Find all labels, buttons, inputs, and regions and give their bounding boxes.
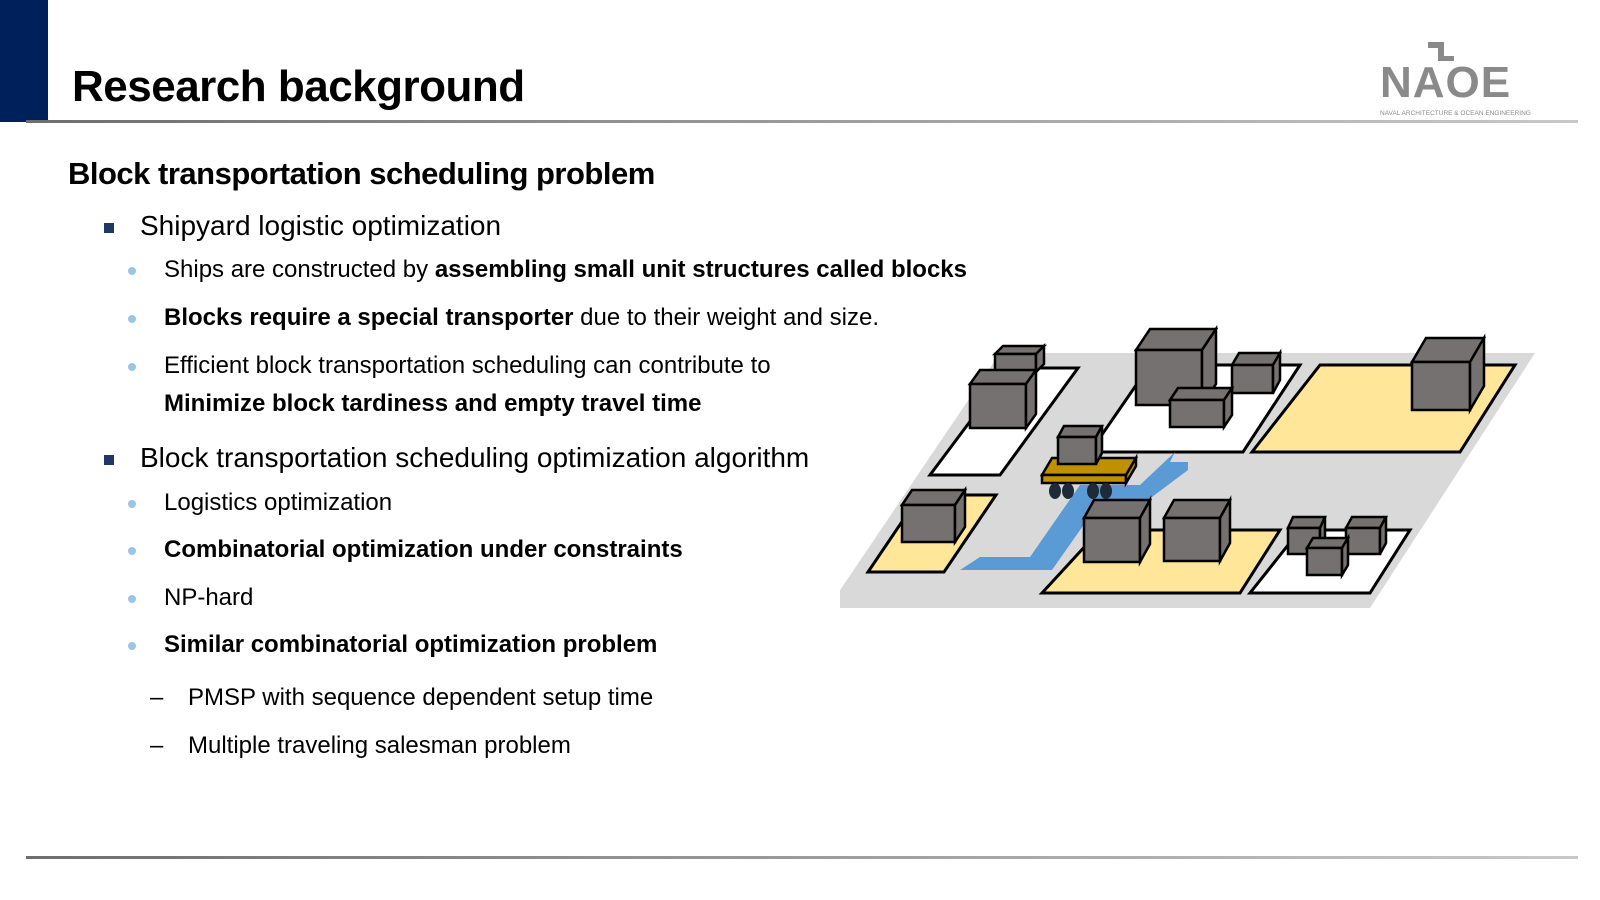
sub-sub-bullet-text: Multiple traveling salesman problem — [188, 732, 571, 759]
dot-bullet-icon — [128, 547, 136, 555]
text-bold: Blocks require a special transporter — [164, 304, 574, 331]
transporter-wheels — [1049, 483, 1112, 499]
text-plain: due to their weight and size. — [573, 304, 880, 331]
sub-bullet-text: Ships are constructed by assembling smal… — [164, 251, 967, 289]
naoe-logo: NAOE NAVAL ARCHITECTURE & OCEAN ENGINEER… — [1380, 42, 1540, 120]
dash-bullet: – — [150, 684, 164, 711]
logo-text: NAOE — [1380, 58, 1512, 107]
bullet-text: Shipyard logistic optimization — [140, 210, 502, 241]
block — [1055, 424, 1105, 466]
header-divider — [26, 120, 1578, 123]
block — [1081, 495, 1153, 567]
sub-bullet-text: Similar combinatorial optimization probl… — [164, 631, 658, 658]
text-bold: assembling small unit structures called … — [434, 256, 967, 283]
logo-mark-icon — [1428, 42, 1454, 61]
section-title: Block transportation scheduling problem — [68, 156, 655, 191]
block — [1229, 348, 1283, 395]
text-plain: Efficient block transportation schedulin… — [164, 352, 771, 379]
block — [967, 366, 1039, 432]
blocks — [899, 324, 1487, 580]
sub-bullet-text: Combinatorial optimization under constra… — [164, 536, 683, 563]
square-bullet-icon — [104, 223, 114, 233]
block — [991, 342, 1048, 376]
dot-bullet-icon — [128, 315, 136, 323]
text-plain: Ships are constructed by — [164, 256, 435, 283]
dot-bullet-icon — [128, 595, 136, 603]
header-accent-bar — [0, 0, 48, 122]
shipyard-illustration — [840, 324, 1535, 608]
block — [1161, 495, 1233, 566]
slide-title: Research background — [72, 62, 525, 111]
dot-bullet-icon — [128, 500, 136, 508]
transporter — [1039, 424, 1139, 499]
sub-bullet-text: Logistics optimization — [164, 489, 393, 516]
sub-bullet-text: Efficient block transportation schedulin… — [164, 347, 771, 423]
block — [1167, 383, 1235, 432]
dot-bullet-icon — [128, 642, 136, 650]
bullet-text: Block transportation scheduling optimiza… — [140, 442, 810, 473]
sub-bullet-text: Blocks require a special transporter due… — [164, 299, 879, 337]
text-bold: Minimize block tardiness and empty trave… — [164, 390, 702, 417]
block — [1409, 333, 1487, 415]
sub-bullet-text: NP-hard — [164, 584, 254, 611]
square-bullet-icon — [104, 455, 114, 465]
sub-sub-bullet-text: PMSP with sequence dependent setup time — [188, 684, 654, 711]
dot-bullet-icon — [128, 267, 136, 275]
block — [1304, 533, 1351, 580]
dot-bullet-icon — [128, 363, 136, 371]
dash-bullet: – — [150, 732, 164, 759]
block — [899, 485, 968, 547]
block — [1133, 324, 1219, 410]
footer-divider — [26, 856, 1578, 859]
block — [1343, 515, 1389, 556]
route-arrow — [960, 452, 1188, 570]
logo-subtitle: NAVAL ARCHITECTURE & OCEAN ENGINEERING — [1380, 110, 1531, 117]
